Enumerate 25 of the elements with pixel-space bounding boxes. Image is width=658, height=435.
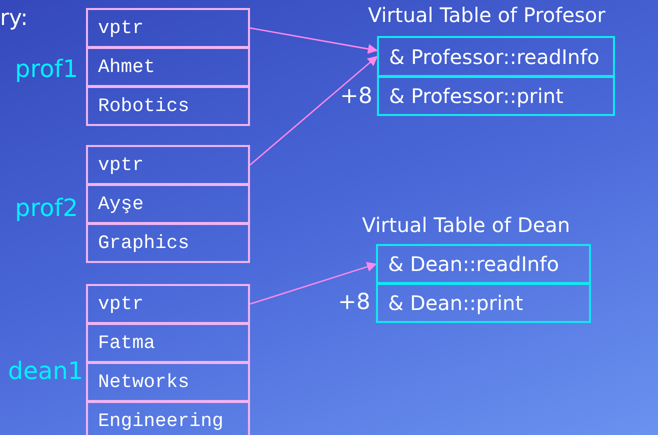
memory-cell: Fatma (86, 323, 250, 363)
table-title: Virtual Table of Profesor (368, 3, 606, 27)
memory-cell: Ayşe (86, 184, 250, 224)
memory-cell: vptr (86, 284, 250, 324)
variable-name: prof1 (15, 55, 78, 83)
variable-name: prof2 (15, 194, 78, 222)
memory-cell: Ahmet (86, 47, 250, 87)
memory-cell: vptr (86, 145, 250, 185)
table-title: Virtual Table of Dean (362, 213, 570, 237)
offset-label: +8 (340, 84, 372, 109)
arrow (250, 56, 378, 166)
memory-cell: vptr (86, 8, 250, 48)
vtable-entry: & Dean::print (376, 283, 591, 323)
variable-name: dean1 (8, 357, 84, 385)
memory-cell: Networks (86, 362, 250, 402)
section-heading: ry: (0, 6, 28, 31)
vtable-entry: & Dean::readInfo (376, 244, 591, 284)
memory-cell: Engineering (86, 401, 250, 435)
vtable-entry: & Professor::print (377, 76, 615, 116)
arrow (250, 27, 378, 54)
vtable-entry: & Professor::readInfo (377, 36, 615, 77)
memory-cell: Graphics (86, 223, 250, 263)
offset-label: +8 (338, 290, 370, 315)
arrow (250, 262, 377, 305)
memory-cell: Robotics (86, 86, 250, 126)
